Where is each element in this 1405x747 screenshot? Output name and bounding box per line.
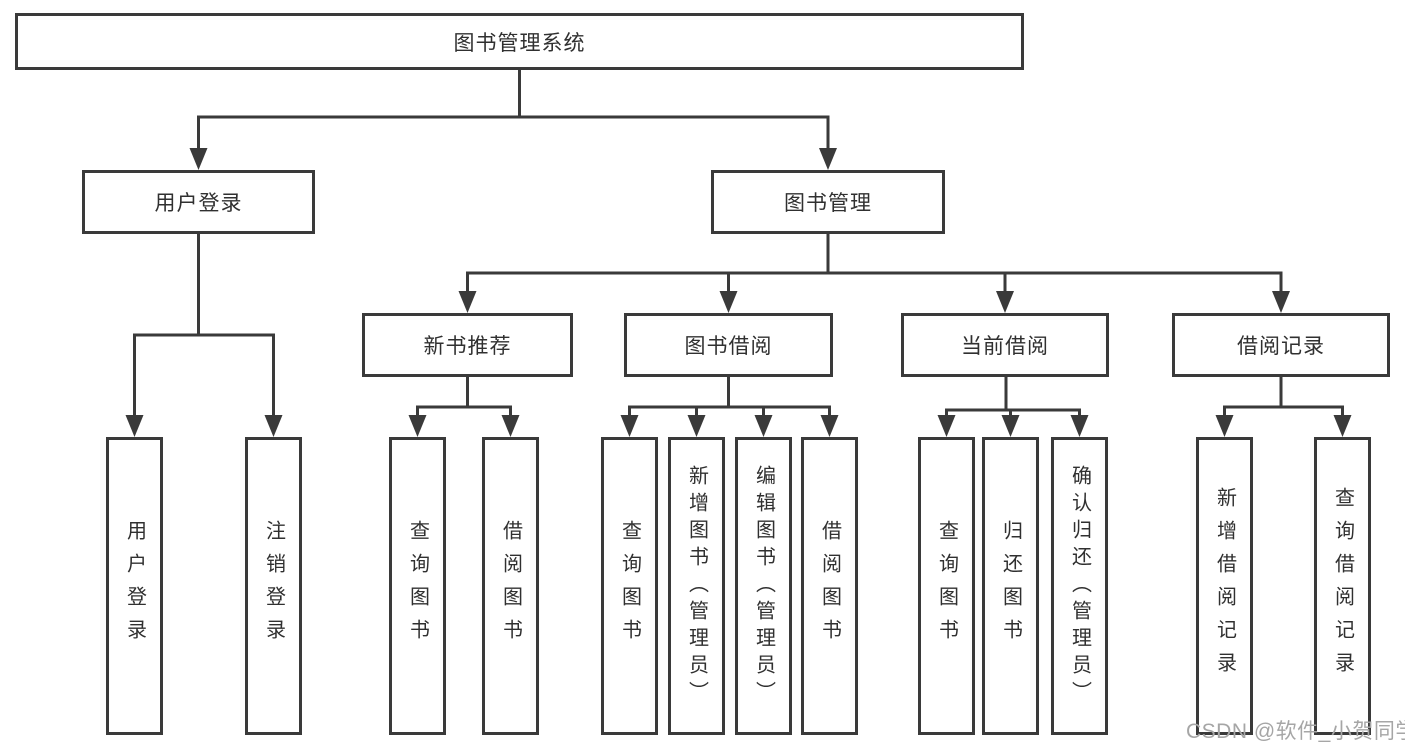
leaf-query-books-borrowing: 查询图书 — [601, 437, 658, 735]
arrowhead-icon — [501, 415, 520, 437]
leaf-label: 归还图书 — [999, 520, 1022, 652]
arrowhead-icon — [458, 291, 477, 313]
leaf-label: 查询图书 — [406, 520, 429, 652]
watermark: CSDN @软件_小贺同学 — [1186, 720, 1405, 743]
node-label: 图书管理系统 — [453, 31, 586, 55]
node-borrowing-records: 借阅记录 — [1172, 313, 1390, 377]
leaf-add-borrow-record: 新增借阅记录 — [1196, 437, 1253, 735]
arrowhead-icon — [1070, 415, 1089, 437]
node-label: 当前借阅 — [961, 335, 1049, 358]
arrowhead-icon — [125, 415, 144, 437]
node-label: 用户登录 — [154, 192, 243, 215]
leaf-label: 确认归还（管理员） — [1068, 464, 1091, 708]
leaf-return-books: 归还图书 — [982, 437, 1039, 735]
arrowhead-icon — [820, 415, 839, 437]
leaf-label: 编辑图书（管理员） — [752, 464, 775, 708]
node-label: 新书推荐 — [423, 335, 512, 358]
leaf-label: 查询图书 — [618, 520, 641, 652]
leaf-logout: 注销登录 — [245, 437, 302, 735]
arrowhead-icon — [996, 291, 1014, 313]
node-new-book-recommendation: 新书推荐 — [362, 313, 573, 377]
leaf-borrow-books-recommend: 借阅图书 — [482, 437, 539, 735]
leaf-query-books-recommend: 查询图书 — [389, 437, 446, 735]
leaf-query-books-current: 查询图书 — [918, 437, 975, 735]
arrowhead-icon — [264, 415, 283, 437]
node-label: 借阅记录 — [1237, 335, 1325, 358]
leaf-label: 注销登录 — [262, 520, 285, 652]
leaf-confirm-return-admin: 确认归还（管理员） — [1051, 437, 1108, 735]
arrowhead-icon — [754, 415, 773, 437]
leaf-label: 新增借阅记录 — [1213, 487, 1236, 685]
arrowhead-icon — [819, 148, 837, 170]
arrowhead-icon — [719, 291, 738, 313]
leaf-label: 查询图书 — [935, 520, 958, 652]
leaf-label: 查询借阅记录 — [1331, 487, 1354, 685]
node-current-borrowing: 当前借阅 — [901, 313, 1109, 377]
node-book-borrowing: 图书借阅 — [624, 313, 833, 377]
node-label: 图书管理 — [784, 192, 872, 215]
arrowhead-icon — [189, 148, 208, 170]
arrowhead-icon — [1215, 415, 1234, 437]
leaf-query-borrow-record: 查询借阅记录 — [1314, 437, 1371, 735]
arrowhead-icon — [620, 415, 639, 437]
arrowhead-icon — [937, 415, 956, 437]
arrowhead-icon — [408, 415, 427, 437]
arrowhead-icon — [1333, 415, 1352, 437]
leaf-label: 新增图书（管理员） — [685, 464, 708, 708]
leaf-label: 借阅图书 — [818, 520, 841, 652]
leaf-edit-books-admin: 编辑图书（管理员） — [735, 437, 792, 735]
node-book-management: 图书管理 — [711, 170, 945, 234]
arrowhead-icon — [1272, 291, 1290, 313]
node-user-login: 用户登录 — [82, 170, 315, 234]
leaf-borrow-books-borrowing: 借阅图书 — [801, 437, 858, 735]
leaf-label: 用户登录 — [123, 520, 146, 652]
arrowhead-icon — [1001, 415, 1020, 437]
leaf-user-login: 用户登录 — [106, 437, 163, 735]
leaf-add-books-admin: 新增图书（管理员） — [668, 437, 725, 735]
arrowhead-icon — [687, 415, 706, 437]
node-label: 图书借阅 — [684, 335, 773, 358]
leaf-label: 借阅图书 — [499, 520, 522, 652]
node-book-management-system: 图书管理系统 — [15, 13, 1024, 70]
